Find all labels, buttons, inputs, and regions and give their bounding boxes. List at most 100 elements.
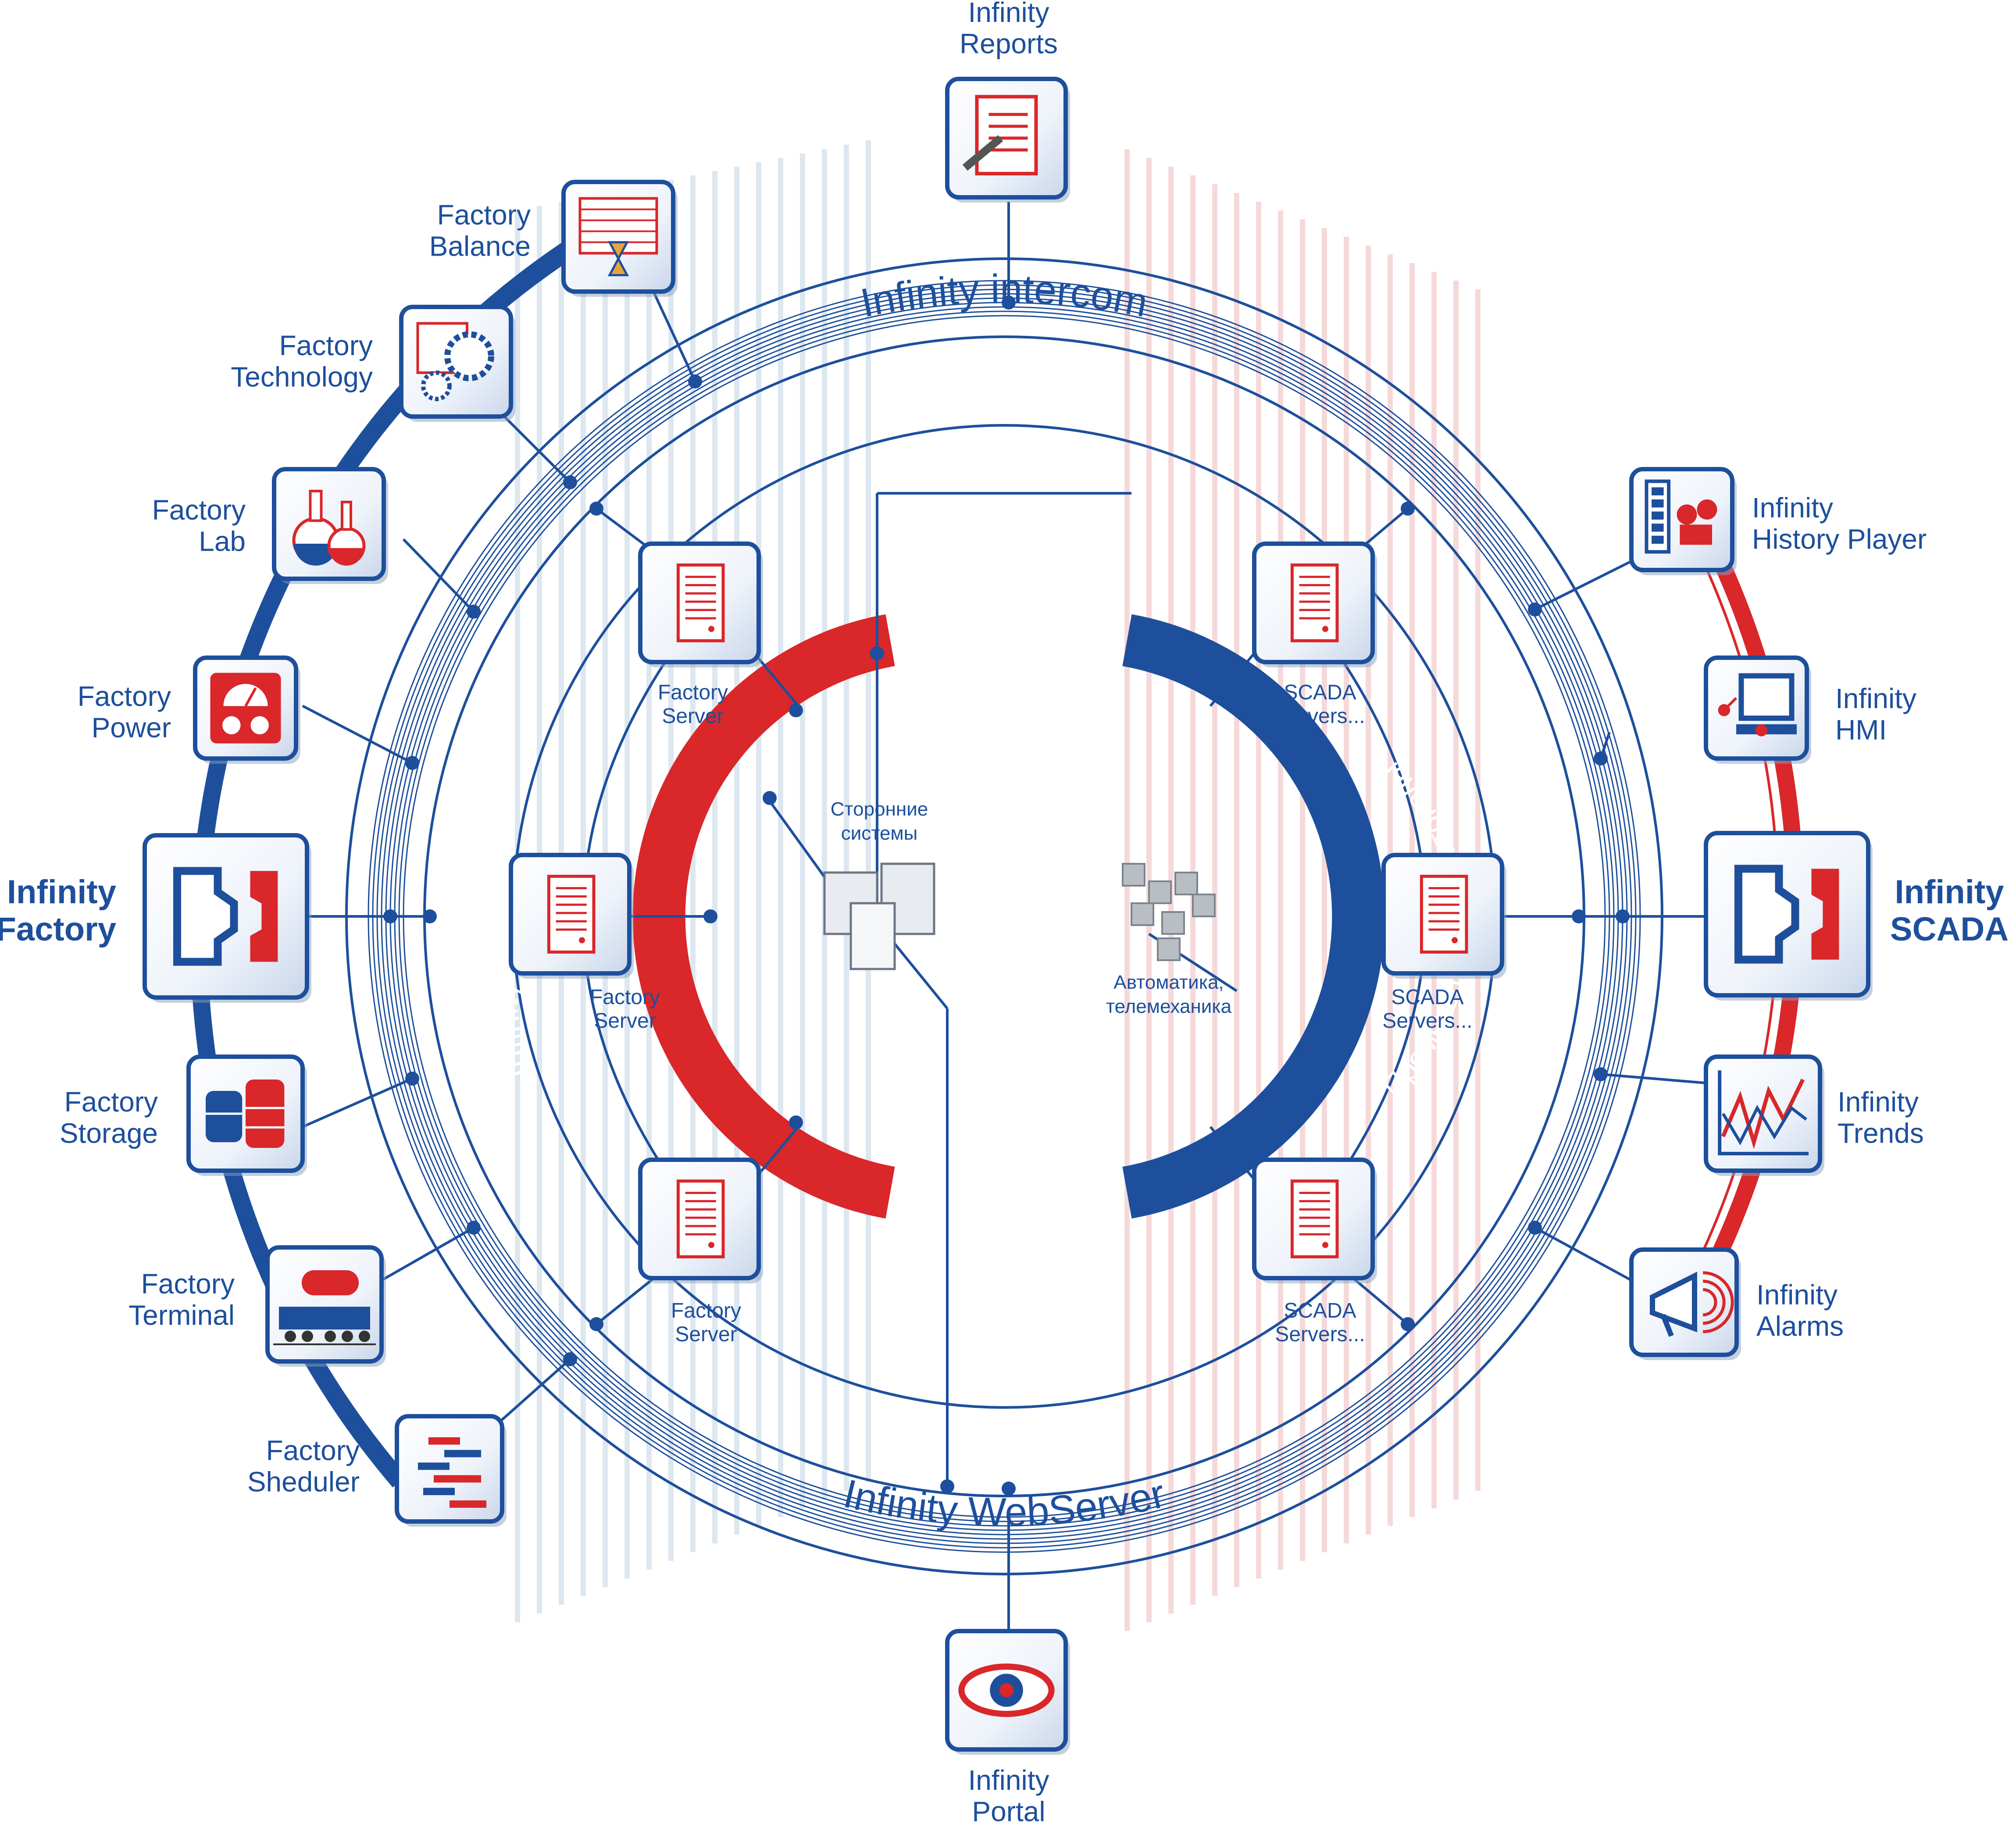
flask-label-line1: Factory	[152, 494, 246, 526]
node	[789, 703, 803, 717]
node	[383, 909, 397, 923]
factory-logo-label-line2: Factory	[0, 911, 116, 948]
monitor-module[interactable]	[1704, 656, 1811, 764]
meter-module[interactable]	[193, 656, 300, 764]
balance-module[interactable]	[561, 180, 678, 297]
balance-icon	[578, 197, 658, 276]
barrels-label-line2: Storage	[60, 1118, 158, 1149]
scada-server-label-line2: Servers...	[1275, 1323, 1365, 1346]
scada-server-tile[interactable]	[1252, 542, 1377, 667]
node	[405, 756, 419, 770]
monitor-label-line2: HMI	[1835, 714, 1887, 746]
barrels-icon	[206, 1079, 285, 1148]
reports-module[interactable]	[945, 77, 1070, 203]
factory-server-label-line2: Server	[662, 705, 724, 728]
meter-icon	[210, 673, 281, 744]
gears-label-line2: Technology	[231, 361, 373, 393]
gantt-module[interactable]	[395, 1414, 507, 1527]
flask-module[interactable]	[272, 467, 388, 584]
megaphone-label-line1: Infinity	[1756, 1279, 1838, 1311]
tank-train-module[interactable]	[265, 1245, 386, 1367]
factory-logo-module[interactable]	[143, 833, 311, 1003]
scada-server-label-line1: SCADA	[1391, 986, 1463, 1009]
node	[423, 909, 437, 923]
factory-server-label-line2: Server	[594, 1009, 656, 1033]
node	[1594, 1067, 1608, 1081]
servers: FactoryServerFactoryServerFactoryServerS…	[509, 542, 1506, 1346]
node	[703, 909, 717, 923]
trend-chart-label-line1: Infinity	[1838, 1086, 1919, 1118]
node	[589, 1317, 603, 1331]
link	[753, 652, 799, 707]
node	[940, 1479, 954, 1493]
node	[789, 1115, 803, 1129]
server-icon	[1290, 1179, 1339, 1258]
node	[1572, 909, 1586, 923]
flask-icon	[292, 490, 366, 566]
factory-server-tile[interactable]	[509, 853, 634, 979]
node	[1002, 296, 1016, 310]
third-party-systems: Сторонние системы	[823, 798, 935, 970]
link	[490, 1358, 571, 1431]
node	[1594, 752, 1608, 766]
scada-server-tile[interactable]	[1381, 853, 1506, 979]
megaphone-module[interactable]	[1629, 1247, 1741, 1360]
gears-label-line1: Factory	[279, 330, 373, 361]
node	[1401, 502, 1415, 516]
tank-train-icon	[273, 1270, 376, 1345]
intercom-label: Infinity intercom	[857, 267, 1151, 326]
barrels-module[interactable]	[186, 1054, 307, 1176]
scada-server-label-line1: SCADA	[1284, 681, 1356, 704]
eye-module[interactable]	[945, 1629, 1070, 1755]
gantt-label-line2: Sheduler	[247, 1466, 360, 1498]
network-cubes-icon	[1122, 863, 1216, 961]
scada-logo-icon	[1734, 865, 1839, 964]
meter-label-line2: Power	[92, 712, 171, 744]
third-party-line2: системы	[841, 823, 918, 844]
automation-line2: телемеханика	[1106, 996, 1232, 1017]
node	[763, 791, 777, 805]
megaphone-icon	[1650, 1271, 1734, 1337]
film-projector-label-line1: Infinity	[1752, 492, 1833, 524]
node	[563, 1352, 577, 1366]
webserver-label: Infinity WebServer	[839, 1471, 1169, 1535]
server-icon	[547, 875, 596, 954]
megaphone-label-line2: Alarms	[1756, 1311, 1844, 1342]
node	[1002, 1482, 1016, 1496]
node	[1528, 1221, 1542, 1235]
gantt-label-line1: Factory	[266, 1435, 360, 1466]
film-projector-label-line2: History Player	[1752, 524, 1927, 555]
node	[467, 605, 481, 619]
gears-module[interactable]	[399, 305, 515, 422]
factory-server-label-line1: Factory	[658, 681, 728, 704]
scada-logo-module[interactable]	[1704, 831, 1873, 1001]
third-party-line1: Сторонние	[831, 798, 928, 820]
link	[1534, 1226, 1632, 1282]
link	[1534, 560, 1632, 611]
scada-logo-label-line2: SCADA	[1890, 911, 2009, 948]
connection-nodes	[383, 296, 1630, 1496]
reports-icon	[962, 95, 1038, 175]
link	[381, 1226, 475, 1282]
scada-server-tile[interactable]	[1252, 1158, 1377, 1283]
balance-label-line1: Factory	[437, 199, 531, 231]
factory-server-label-line1: Factory	[671, 1299, 741, 1322]
reports-label-line2: Reports	[960, 28, 1058, 60]
node	[589, 502, 603, 516]
eye-label-line2: Portal	[972, 1796, 1045, 1824]
server-icon	[1290, 563, 1339, 642]
factory-server-label-line1: Factory	[590, 986, 660, 1009]
factory-logo-label-line1: Infinity	[7, 873, 116, 911]
scada-server-label-line2: Servers...	[1275, 705, 1365, 728]
film-projector-module[interactable]	[1629, 467, 1737, 575]
servers-icon	[823, 862, 935, 970]
factory-server-tile[interactable]	[638, 542, 763, 667]
link	[753, 1126, 799, 1180]
link	[889, 937, 949, 1009]
trend-chart-module[interactable]	[1704, 1054, 1824, 1176]
automation-line1: Автоматика,	[1113, 972, 1224, 993]
scada-server-label-line1: SCADA	[1284, 1299, 1356, 1322]
link	[1600, 1073, 1706, 1084]
factory-server-tile[interactable]	[638, 1158, 763, 1283]
